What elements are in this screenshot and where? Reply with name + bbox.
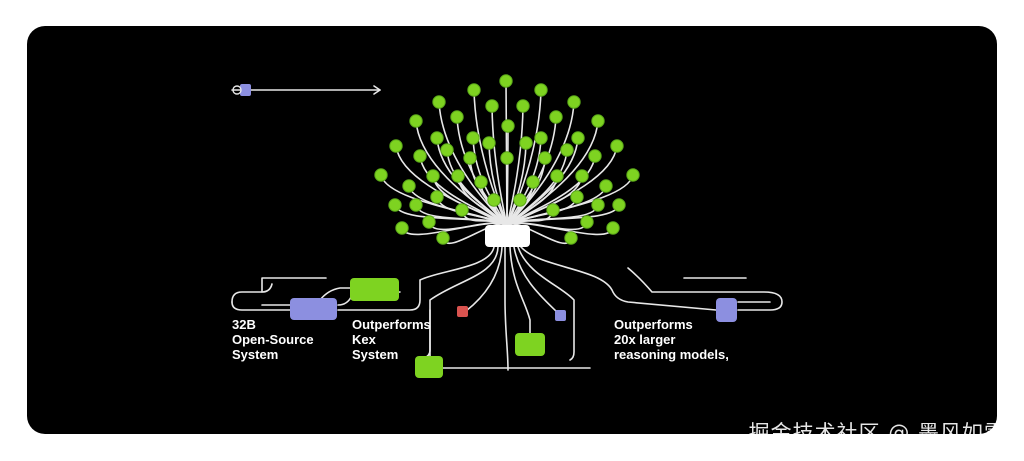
circuit-wire xyxy=(231,301,293,311)
tree-node xyxy=(564,231,578,245)
blue-block xyxy=(555,310,566,321)
tree-node xyxy=(451,169,465,183)
tree-node xyxy=(409,114,423,128)
tree-node xyxy=(395,221,409,235)
tree-node xyxy=(432,95,446,109)
green-block xyxy=(350,278,399,301)
tree-node xyxy=(588,149,602,163)
watermark-text: 掘金技术社区 @ 墨风如雪 xyxy=(748,421,1006,445)
tree-node xyxy=(485,99,499,113)
tree-node xyxy=(474,175,488,189)
circuit-wire xyxy=(465,246,503,312)
tree-node xyxy=(526,175,540,189)
circuit-wire xyxy=(504,246,509,371)
tree-node xyxy=(402,179,416,193)
circuit-wire xyxy=(337,246,495,311)
tree-node xyxy=(466,131,480,145)
tree-node xyxy=(409,198,423,212)
tree-node xyxy=(463,151,477,165)
tree-node xyxy=(610,139,624,153)
red-block xyxy=(457,306,468,317)
tree-node xyxy=(467,83,481,97)
tree-node xyxy=(374,168,388,182)
tree-node xyxy=(571,131,585,145)
tree-node xyxy=(550,169,564,183)
green-block xyxy=(515,333,545,356)
hub-block xyxy=(485,225,530,247)
middle-label: Outperforms Kex System xyxy=(352,317,431,362)
blue-block xyxy=(290,298,337,320)
tree-node xyxy=(575,169,589,183)
tree-node xyxy=(549,110,563,124)
tree-node xyxy=(436,231,450,245)
tree-node xyxy=(500,151,514,165)
tree-node xyxy=(422,215,436,229)
tree-node xyxy=(546,203,560,217)
tree-node xyxy=(501,119,515,133)
tree-node xyxy=(426,169,440,183)
blue-block xyxy=(240,84,251,96)
tree-node xyxy=(499,74,513,88)
tree-node xyxy=(440,143,454,157)
circuit-wire xyxy=(627,267,783,311)
tree-node xyxy=(519,136,533,150)
circuit-wire xyxy=(509,246,531,346)
tree-node xyxy=(430,131,444,145)
left-label: 32B Open-Source System xyxy=(232,317,314,362)
tree-node xyxy=(450,110,464,124)
tree-node xyxy=(513,193,527,207)
tree-node xyxy=(570,190,584,204)
tree-node xyxy=(606,221,620,235)
tree-node xyxy=(455,203,469,217)
tree-node xyxy=(567,95,581,109)
tree-node xyxy=(612,198,626,212)
tree-node xyxy=(560,143,574,157)
right-label: Outperforms 20x larger reasoning models, xyxy=(614,317,729,362)
tree-node xyxy=(487,193,501,207)
tree-node xyxy=(534,131,548,145)
tree-node xyxy=(482,136,496,150)
tree-node xyxy=(626,168,640,182)
tree-node xyxy=(389,139,403,153)
circuit-wire xyxy=(261,283,273,293)
tree-node xyxy=(516,99,530,113)
circuit-wire xyxy=(513,246,561,316)
blue-block xyxy=(716,298,737,322)
tree-node xyxy=(413,149,427,163)
tree-node xyxy=(591,114,605,128)
tree-node xyxy=(388,198,402,212)
tree-node xyxy=(580,215,594,229)
tree-node xyxy=(591,198,605,212)
tree-node xyxy=(599,179,613,193)
circuit-wire xyxy=(520,246,717,311)
circuit-wire xyxy=(373,85,381,95)
circuit-wire xyxy=(423,246,499,359)
circuit-wire xyxy=(517,246,575,361)
circuit-wire xyxy=(231,277,327,303)
tree-node xyxy=(538,151,552,165)
tree-node xyxy=(430,190,444,204)
green-block xyxy=(415,356,443,378)
arrow-start-ring xyxy=(232,85,242,95)
tree-node xyxy=(534,83,548,97)
